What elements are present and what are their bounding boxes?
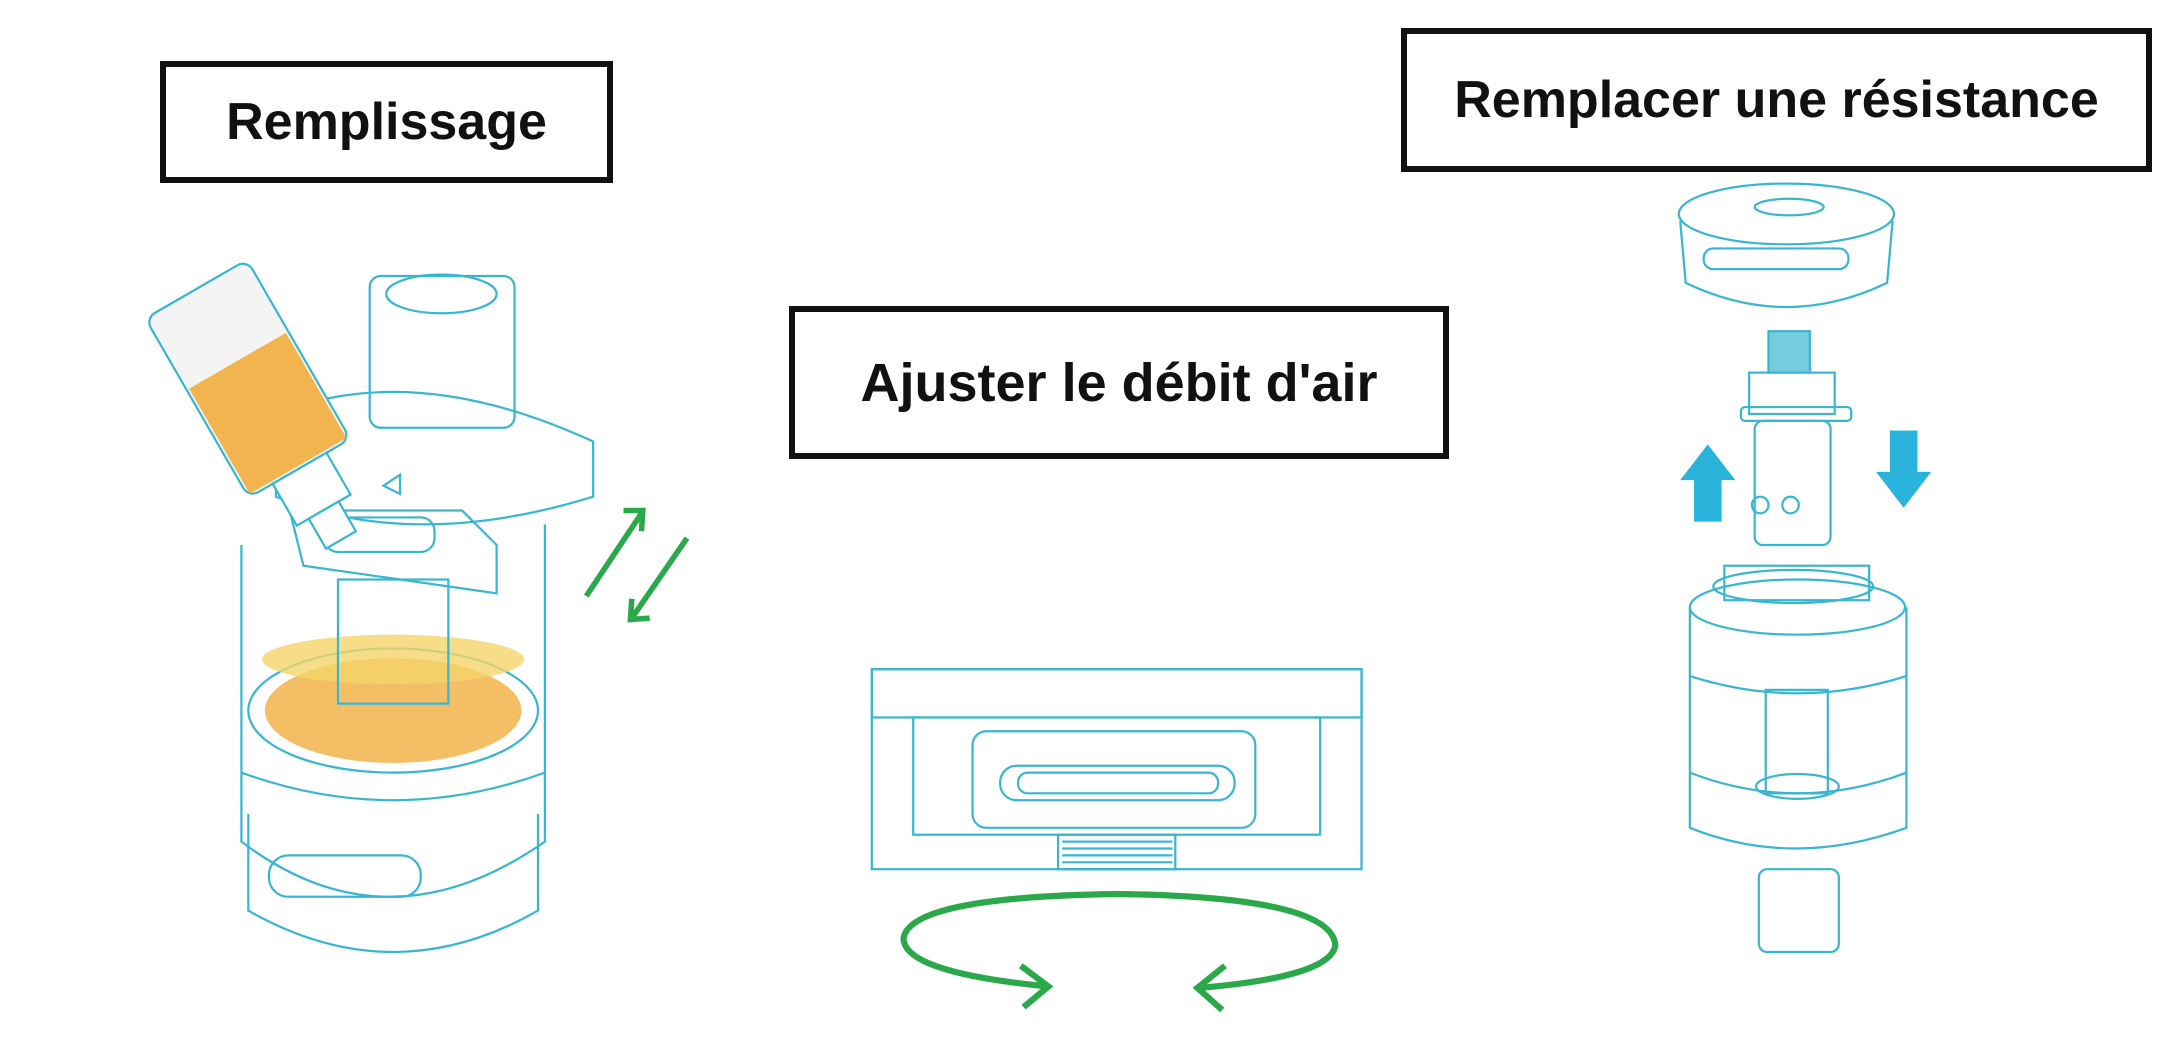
coil-replacement-label: Remplacer une résistance <box>1401 28 2152 172</box>
filling-label: Remplissage <box>160 61 613 183</box>
arrow-down-icon <box>1876 430 1932 508</box>
rotation-arrow-icon <box>900 890 1339 1013</box>
rotate-arrows-icon <box>583 507 690 623</box>
airflow-ring-illustration <box>870 668 1363 871</box>
coil-replacement-illustration <box>1677 182 1908 954</box>
arrow-up-icon <box>1680 444 1736 522</box>
tank-filling-illustration <box>148 262 595 954</box>
airflow-label: Ajuster le débit d'air <box>789 306 1449 459</box>
